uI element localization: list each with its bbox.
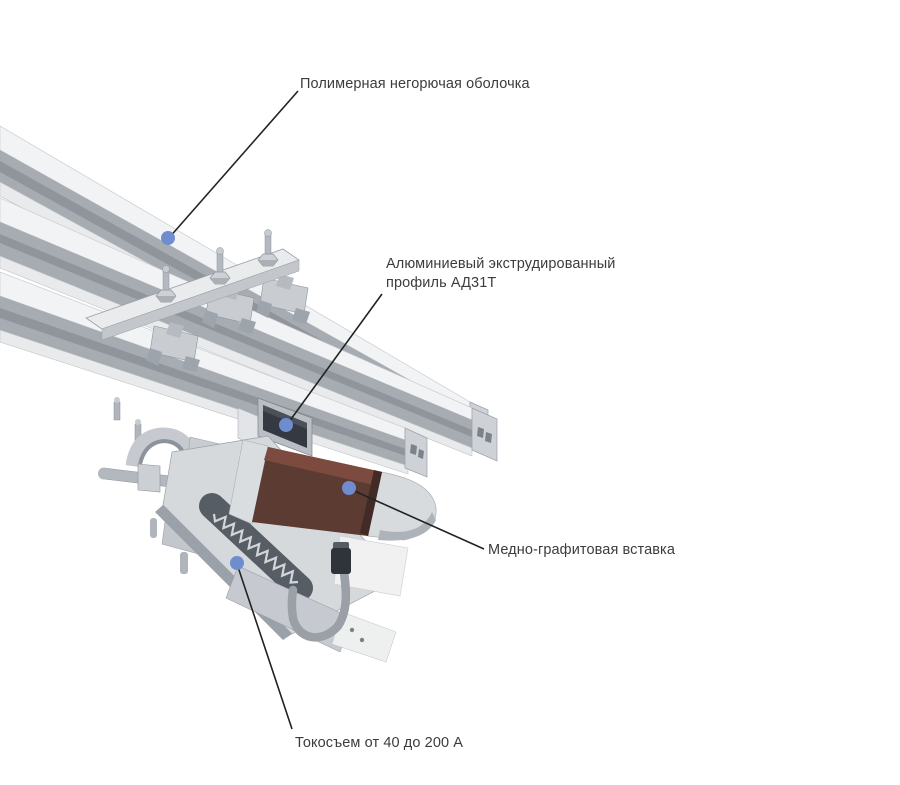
mount-stud-1-tip bbox=[114, 397, 120, 403]
collector-cable bbox=[287, 542, 351, 642]
rail-near-end-face bbox=[404, 427, 428, 478]
cross-bolt-tip bbox=[98, 467, 110, 480]
mount-stud-2-tip bbox=[135, 419, 141, 425]
head-rounded-end-shadow bbox=[378, 512, 436, 541]
leader-collector bbox=[236, 563, 293, 730]
cross-bar bbox=[85, 248, 300, 341]
marker-dot-profile bbox=[279, 418, 293, 432]
annotations: Полимерная негорючая оболочка Алюминиевы… bbox=[161, 76, 676, 751]
saddle-clamp bbox=[125, 427, 199, 468]
label-collector: Токосъем от 40 до 200 А bbox=[295, 735, 463, 751]
cable bbox=[287, 547, 351, 642]
copper-graphite-insert-highlight bbox=[264, 447, 382, 486]
bracket-bolt-1 bbox=[257, 229, 279, 267]
marker-dot-shell bbox=[161, 231, 175, 245]
current-collector bbox=[98, 397, 437, 663]
bracket-bolt-2 bbox=[209, 247, 231, 285]
cable-connector bbox=[331, 548, 351, 574]
rail-middle bbox=[0, 197, 498, 462]
lower-stud-2 bbox=[150, 518, 157, 538]
label-profile-line2: профиль АД31Т bbox=[386, 275, 496, 291]
copper-graphite-insert-shade bbox=[360, 470, 382, 536]
collector-head bbox=[228, 439, 437, 597]
leader-profile bbox=[285, 293, 383, 427]
label-insert: Медно-графитовая вставка bbox=[488, 542, 676, 558]
tray-screw-2 bbox=[359, 637, 365, 643]
marker-dot-insert bbox=[342, 481, 356, 495]
cross-bolt-nut bbox=[137, 463, 161, 493]
rail-clamp-near bbox=[146, 322, 200, 372]
label-shell: Полимерная негорючая оболочка bbox=[300, 76, 531, 92]
tray-screw-1 bbox=[349, 627, 355, 633]
bracket-bolt-3 bbox=[155, 265, 177, 303]
head-left-wall bbox=[228, 439, 269, 525]
rail-middle-end-face bbox=[471, 407, 498, 462]
marker-dot-collector bbox=[230, 556, 244, 570]
label-profile-line1: Алюминиевый экструдированный bbox=[386, 256, 615, 272]
tension-spring bbox=[212, 513, 299, 584]
lower-stud-1 bbox=[180, 552, 188, 574]
leader-shell bbox=[167, 90, 299, 240]
rail-middle-bottom-lip bbox=[0, 255, 473, 457]
conductor-rails bbox=[0, 125, 498, 478]
mount-stud-1 bbox=[113, 401, 121, 421]
rail-clamp-far bbox=[256, 274, 310, 324]
leader-insert bbox=[349, 488, 485, 550]
suspension-bracket bbox=[85, 229, 310, 372]
rail-middle-groove bbox=[0, 234, 472, 437]
